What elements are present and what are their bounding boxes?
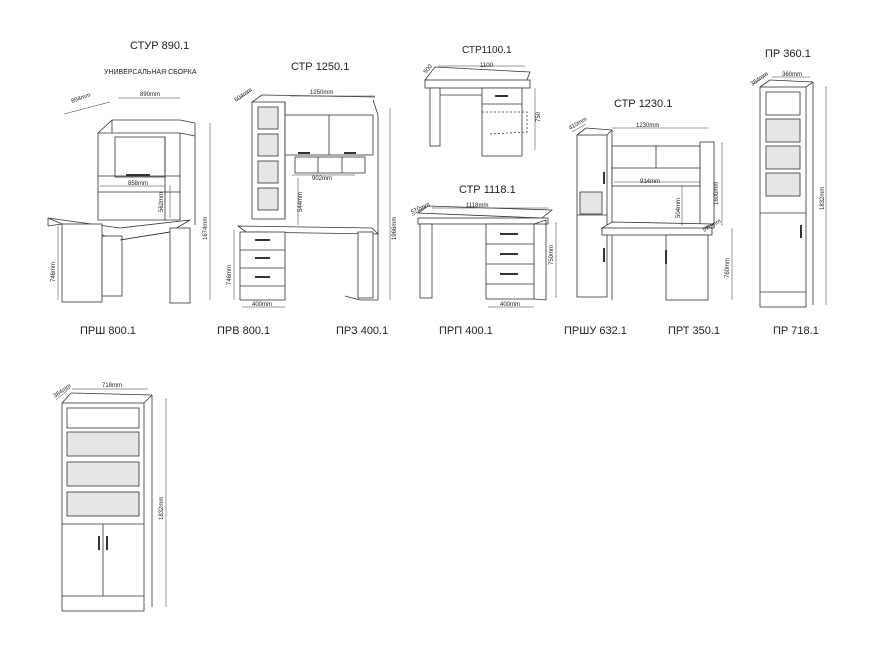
dim-1832-a: 1832mm (820, 187, 826, 210)
str1230-drawing (571, 123, 733, 301)
dim-1230: 1230mm (636, 123, 659, 129)
dim-894: 894mm (71, 92, 92, 104)
dim-400-a: 400mm (252, 302, 272, 308)
label-prshu632: ПРШУ 632.1 (564, 325, 627, 337)
label-prv800: ПРВ 800.1 (217, 325, 271, 337)
dim-500: 500 (423, 63, 434, 75)
dim-746-a: 746mm (51, 262, 57, 282)
label-stur: СТУР 890.1 (130, 40, 190, 52)
stur-drawing (47, 97, 211, 304)
label-pr360: ПР 360.1 (765, 48, 811, 60)
pr360-drawing (753, 73, 827, 308)
label-str1118: СТР 1118.1 (459, 184, 516, 196)
str1118-drawing (411, 205, 557, 308)
label-prz400: ПРЗ 400.1 (336, 325, 389, 337)
dim-604: 604mm (234, 87, 254, 103)
dim-902: 902mm (312, 176, 332, 182)
dim-1674: 1674mm (203, 217, 209, 240)
str1100-drawing (424, 65, 536, 157)
dim-1250: 1250mm (310, 90, 333, 96)
label-str1230: СТР 1230.1 (614, 98, 673, 110)
dimension-labels: 894mm 890mm 858mm 562mm 1674mm 746mm 604… (51, 63, 826, 520)
dim-746-b: 746mm (227, 265, 233, 285)
label-pr718: ПР 718.1 (773, 325, 819, 337)
label-prt350: ПРТ 350.1 (668, 325, 721, 337)
dim-1832-b: 1832mm (159, 497, 165, 520)
dim-1118: 1118mm (466, 203, 488, 209)
dim-718: 718mm (102, 383, 122, 389)
dim-1100: 1100 (480, 63, 494, 69)
dim-1600: 1600mm (714, 182, 720, 205)
dim-504: 504mm (676, 198, 682, 218)
pr718-drawing (55, 387, 167, 612)
dim-544: 544mm (298, 192, 304, 212)
dim-400-b: 400mm (500, 302, 520, 308)
label-str1250: СТР 1250.1 (291, 61, 350, 73)
dim-890: 890mm (140, 92, 160, 98)
str1250-drawing (233, 89, 391, 308)
dim-914: 914mm (640, 179, 660, 185)
label-stur-note: УНИВЕРСАЛЬНАЯ СБОРКА (104, 69, 197, 76)
dim-750: 750 (536, 111, 542, 122)
label-str1100: СТР1100.1 (462, 45, 512, 56)
dim-384-b: 384mm (53, 383, 73, 399)
dim-858: 858mm (128, 181, 148, 187)
dim-384-a: 384mm (750, 71, 770, 87)
dim-562: 562mm (159, 192, 165, 212)
dim-1966: 1966mm (392, 217, 398, 240)
dim-360: 360mm (782, 72, 802, 78)
label-prp400: ПРП 400.1 (439, 325, 493, 337)
dim-760: 760mm (725, 258, 731, 278)
label-prsh800: ПРШ 800.1 (80, 325, 136, 337)
dim-750-b: 750mm (549, 245, 555, 265)
